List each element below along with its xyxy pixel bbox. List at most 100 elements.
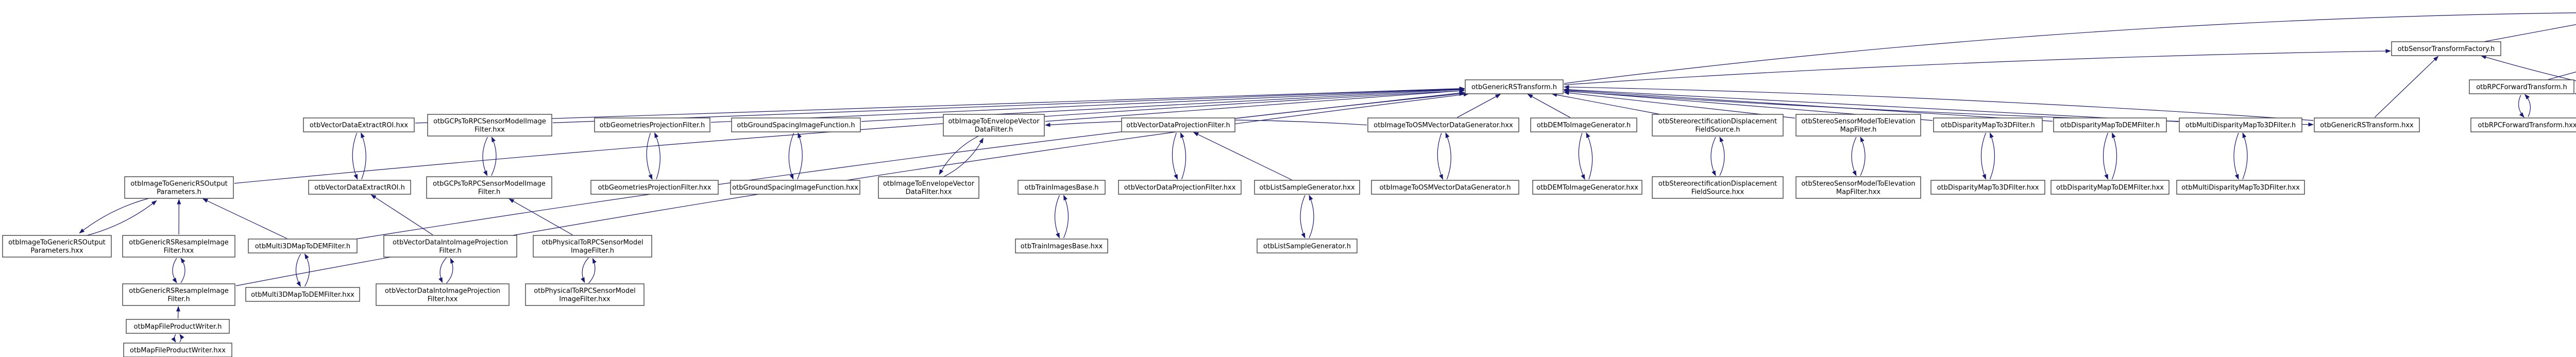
node-box[interactable] <box>427 114 552 137</box>
node-box[interactable] <box>1652 176 1784 199</box>
node-box[interactable] <box>594 117 710 132</box>
node-label: otbStereoSensorModelToElevation <box>1801 118 1915 126</box>
node-box[interactable] <box>1015 239 1108 253</box>
node-box[interactable] <box>1930 180 2045 195</box>
node-box[interactable] <box>2 235 112 258</box>
node-box[interactable] <box>1465 79 1564 94</box>
graph-node-geomprojhxx[interactable]: otbGeometriesProjectionFilter.hxx <box>590 180 719 195</box>
graph-node-factory[interactable]: otbSensorTransformFactory.h <box>2391 41 2501 56</box>
node-box[interactable] <box>2391 41 2501 56</box>
node-box[interactable] <box>123 343 232 357</box>
node-box[interactable] <box>525 283 645 306</box>
graph-edge <box>2103 132 2109 180</box>
node-box[interactable] <box>245 287 360 302</box>
node-box[interactable] <box>426 176 552 199</box>
graph-node-listsampleh[interactable]: otbListSampleGenerator.h <box>1257 239 1358 253</box>
node-box[interactable] <box>878 176 979 199</box>
graph-node-phys2rpchxx[interactable]: otbPhysicalToRPCSensorModelImageFilter.h… <box>525 283 645 306</box>
graph-node-dispmapdemhxx[interactable]: otbDisparityMapToDEMFilter.hxx <box>2050 180 2170 195</box>
graph-node-rpcfwd[interactable]: otbRPCForwardTransform.h <box>2469 79 2574 94</box>
node-label: otbGeometriesProjectionFilter.h <box>600 122 705 129</box>
graph-node-stereorecthxx[interactable]: otbStereorectificationDisplacementFieldS… <box>1652 176 1784 199</box>
node-box[interactable] <box>248 239 358 253</box>
graph-node-multidisphxx[interactable]: otbMultiDisparityMapTo3DFilter.hxx <box>2176 180 2305 195</box>
graph-node-dem2imghxx[interactable]: otbDEMToImageGenerator.hxx <box>1532 180 1642 195</box>
node-box[interactable] <box>383 235 517 258</box>
node-label: Filter.h <box>439 247 461 255</box>
node-box[interactable] <box>124 176 234 199</box>
node-label: MapFilter.hxx <box>1836 189 1881 196</box>
node-box[interactable] <box>122 283 235 306</box>
node-box[interactable] <box>1367 117 1519 132</box>
graph-node-vdextroih[interactable]: otbVectorDataExtractROI.h <box>308 180 411 195</box>
graph-node-dem2img[interactable]: otbDEMToImageGenerator.h <box>1530 117 1637 132</box>
graph-node-mapwriterh[interactable]: otbMapFileProductWriter.h <box>126 319 230 334</box>
graph-node-stereosensor[interactable]: otbStereoSensorModelToElevationMapFilter… <box>1795 114 1921 137</box>
graph-node-vdextroihxx[interactable]: otbVectorDataExtractROI.hxx <box>303 117 415 132</box>
graph-node-groundspacinghxx[interactable]: otbGroundSpacingImageFunction.hxx <box>730 180 860 195</box>
node-box[interactable] <box>2176 180 2305 195</box>
graph-node-osmhxx[interactable]: otbImageToOSMVectorDataGenerator.hxx <box>1367 117 1519 132</box>
graph-node-genericrs[interactable]: otbGenericRSTransform.h <box>1465 79 1564 94</box>
node-box[interactable] <box>943 114 1045 137</box>
node-box[interactable] <box>1371 180 1519 195</box>
node-box[interactable] <box>1257 239 1358 253</box>
node-box[interactable] <box>376 283 510 306</box>
node-box[interactable] <box>2469 79 2574 94</box>
graph-node-multi3dmaphxx[interactable]: otbMulti3DMapToDEMFilter.hxx <box>245 287 360 302</box>
node-box[interactable] <box>2053 117 2167 132</box>
node-label: MapFilter.h <box>1840 126 1877 134</box>
node-box[interactable] <box>1795 176 1921 199</box>
node-box[interactable] <box>2179 117 2302 132</box>
graph-node-osmh[interactable]: otbImageToOSMVectorDataGenerator.h <box>1371 180 1519 195</box>
node-box[interactable] <box>731 117 861 132</box>
node-box[interactable] <box>1121 117 1235 132</box>
graph-node-mapwriterhxx[interactable]: otbMapFileProductWriter.hxx <box>123 343 232 357</box>
graph-node-trainimageshxx[interactable]: otbTrainImagesBase.hxx <box>1015 239 1108 253</box>
node-box[interactable] <box>122 235 235 258</box>
graph-node-groundspacing[interactable]: otbGroundSpacingImageFunction.h <box>731 117 861 132</box>
graph-node-dispmap3dhxx[interactable]: otbDisparityMapTo3DFilter.hxx <box>1930 180 2045 195</box>
node-box[interactable] <box>1254 180 1360 195</box>
graph-node-multidisp[interactable]: otbMultiDisparityMapTo3DFilter.h <box>2179 117 2302 132</box>
node-box[interactable] <box>1118 180 1242 195</box>
node-box[interactable] <box>1933 117 2043 132</box>
node-box[interactable] <box>1532 180 1642 195</box>
node-box[interactable] <box>1652 114 1784 137</box>
node-box[interactable] <box>1795 114 1921 137</box>
node-box[interactable] <box>308 180 411 195</box>
node-box[interactable] <box>303 117 415 132</box>
node-box[interactable] <box>2470 117 2576 132</box>
graph-node-dispmapdem[interactable]: otbDisparityMapToDEMFilter.h <box>2053 117 2167 132</box>
node-box[interactable] <box>1530 117 1637 132</box>
graph-node-rpcfwdhxx[interactable]: otbRPCForwardTransform.hxx <box>2470 117 2576 132</box>
graph-node-vdintohxx[interactable]: otbVectorDataIntoImageProjectionFilter.h… <box>376 283 510 306</box>
node-box[interactable] <box>590 180 719 195</box>
node-box[interactable] <box>1018 180 1106 195</box>
node-box[interactable] <box>730 180 860 195</box>
graph-node-geomproj[interactable]: otbGeometriesProjectionFilter.h <box>594 117 710 132</box>
graph-node-vdproj[interactable]: otbVectorDataProjectionFilter.h <box>1121 117 1235 132</box>
node-box[interactable] <box>2314 117 2420 132</box>
node-box[interactable] <box>2050 180 2170 195</box>
graph-node-stereosensorhxx[interactable]: otbStereoSensorModelToElevationMapFilter… <box>1795 176 1921 199</box>
graph-node-dispmap3d[interactable]: otbDisparityMapTo3DFilter.h <box>1933 117 2043 132</box>
graph-node-stereorect[interactable]: otbStereorectificationDisplacementFieldS… <box>1652 114 1784 137</box>
graph-node-genericrshxx[interactable]: otbGenericRSTransform.hxx <box>2314 117 2420 132</box>
node-box[interactable] <box>126 319 230 334</box>
graph-node-multi3dmaph[interactable]: otbMulti3DMapToDEMFilter.h <box>248 239 358 253</box>
node-box[interactable] <box>533 235 652 258</box>
graph-node-trainimagesh[interactable]: otbTrainImagesBase.h <box>1018 180 1106 195</box>
graph-node-vdprojhxx[interactable]: otbVectorDataProjectionFilter.hxx <box>1118 180 1242 195</box>
graph-node-listsamplehxx[interactable]: otbListSampleGenerator.hxx <box>1254 180 1360 195</box>
